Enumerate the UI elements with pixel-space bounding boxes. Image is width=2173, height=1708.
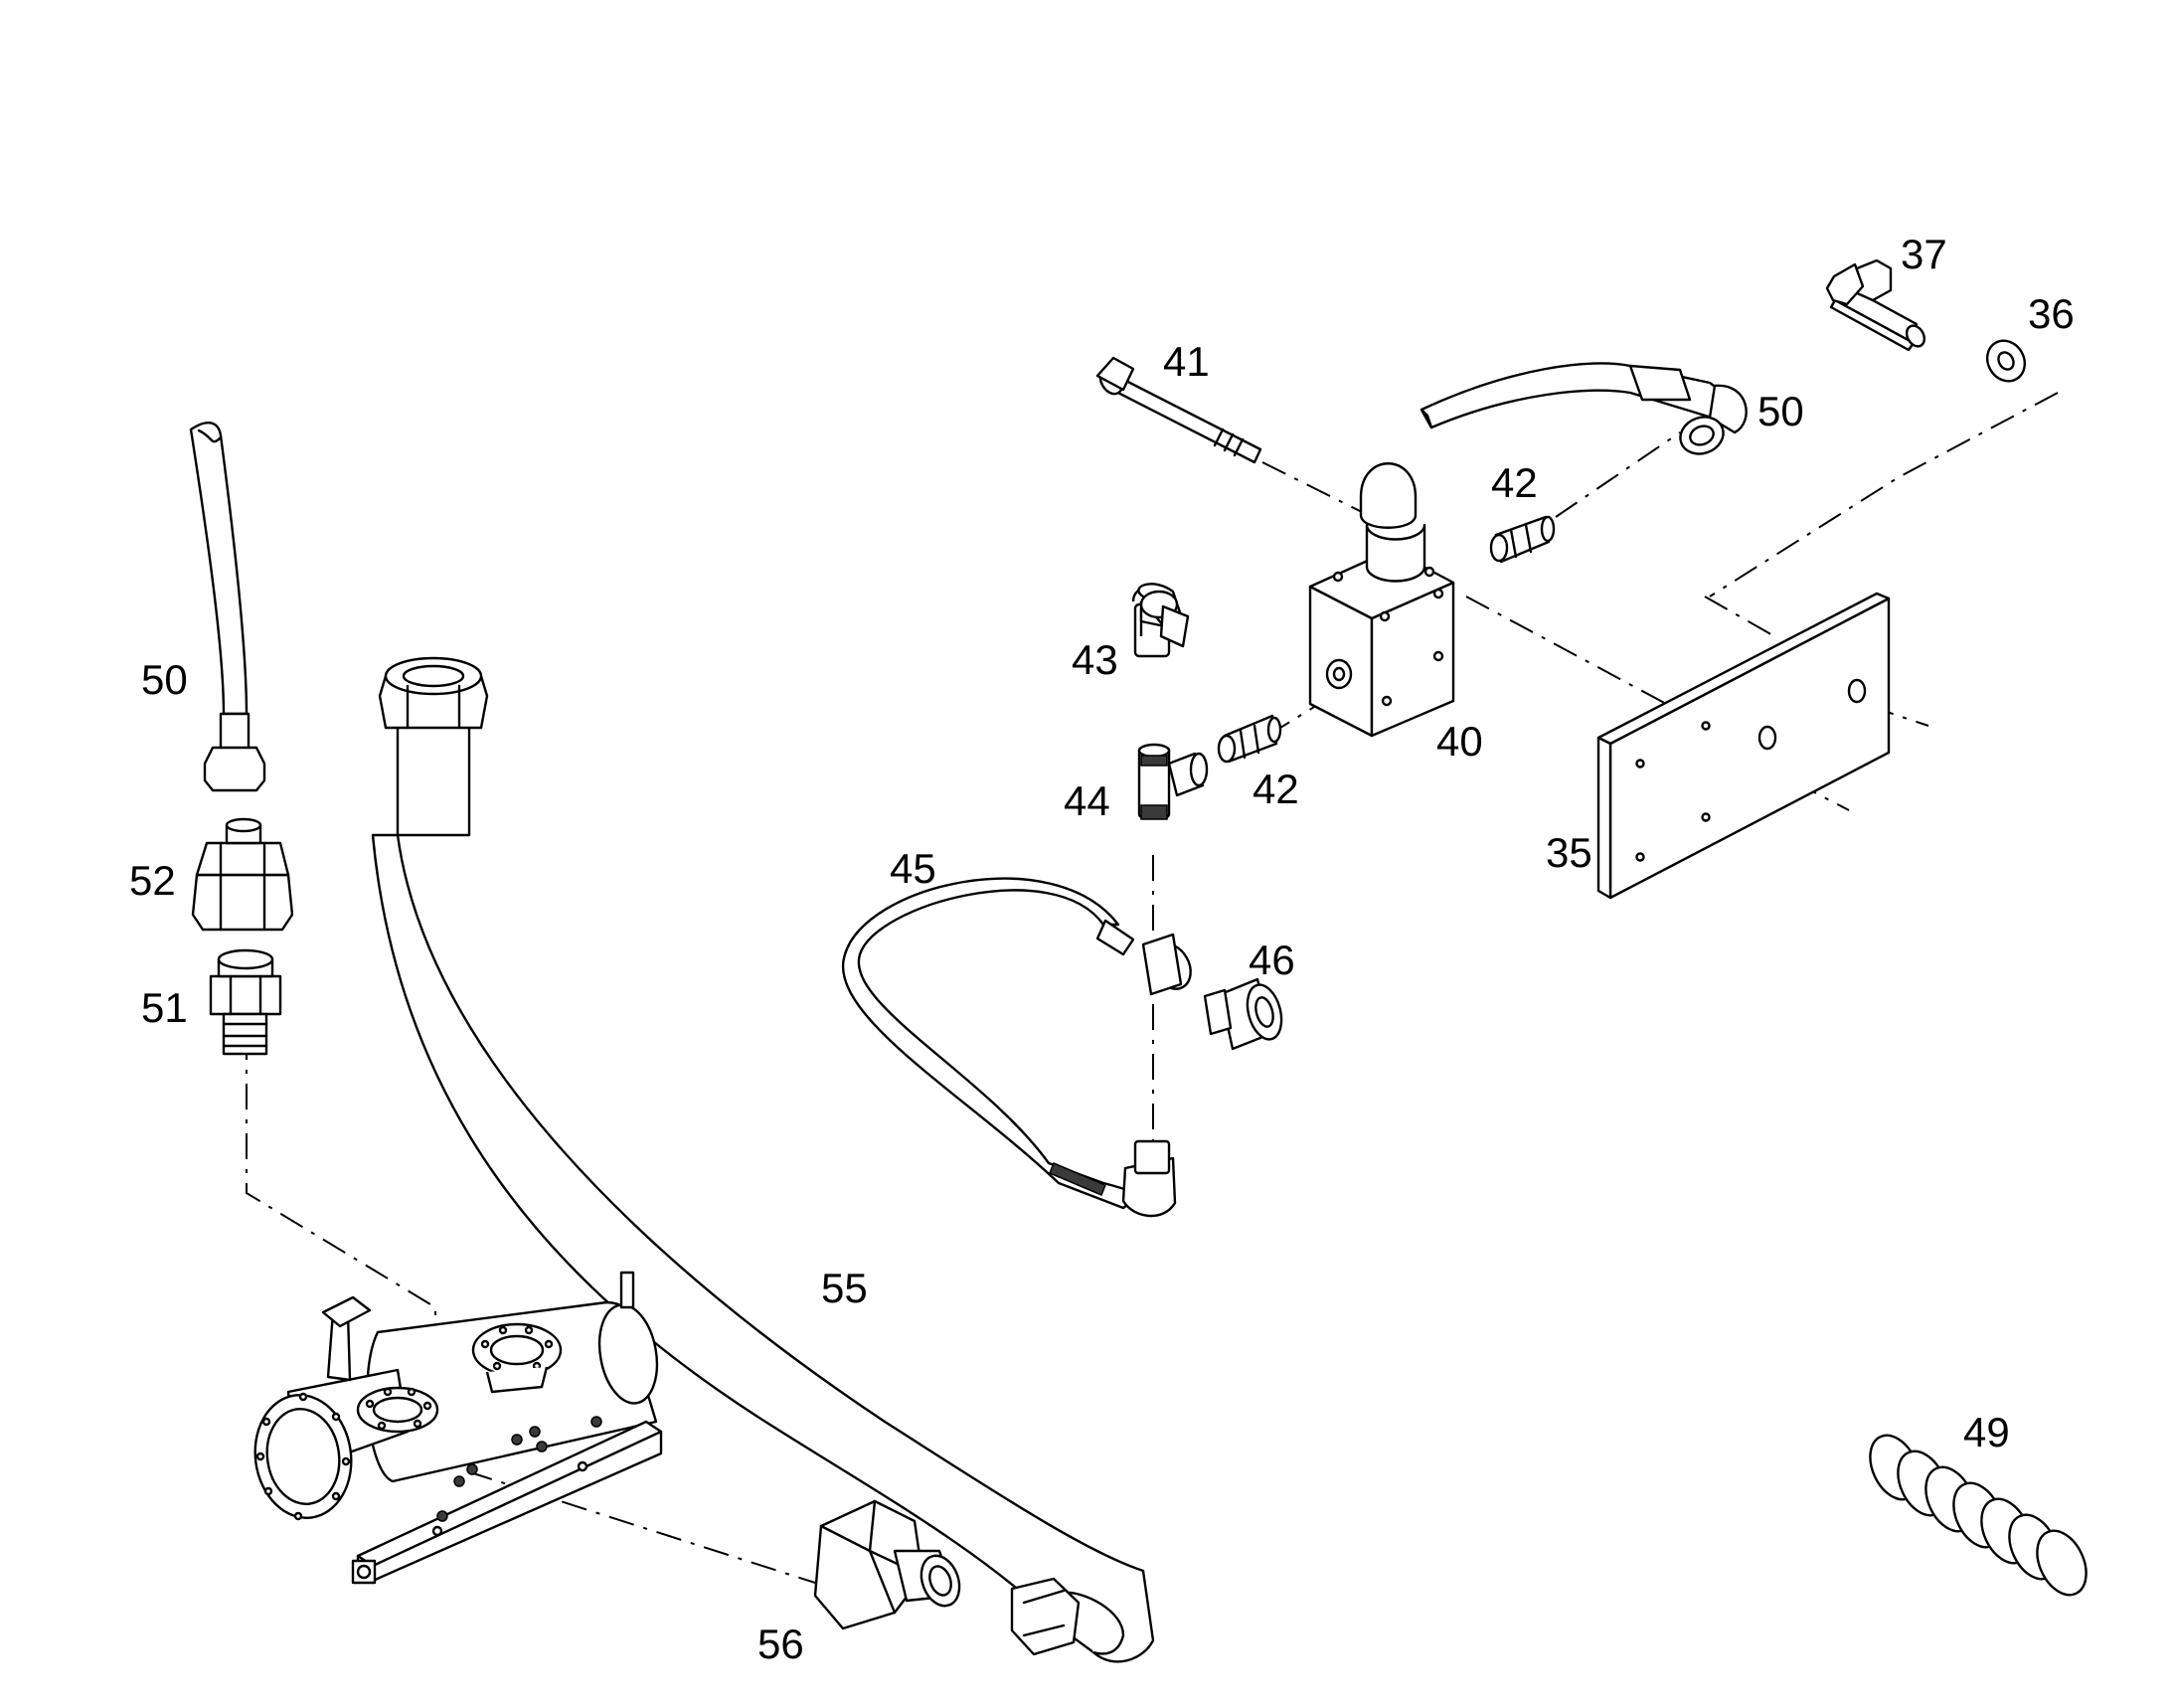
callout-50-left: 50 (141, 656, 188, 703)
callout-51: 51 (141, 984, 188, 1031)
callout-52: 52 (129, 857, 176, 904)
part-51-adapter (209, 948, 282, 1056)
callout-44: 44 (1064, 777, 1110, 824)
callout-46: 46 (1249, 937, 1295, 983)
part-45-short-hose (841, 877, 1192, 1218)
part-42-fitting-upper (1489, 515, 1556, 564)
callout-35: 35 (1546, 829, 1592, 876)
part-49-spring (1869, 1434, 2088, 1597)
part-43-elbow-fitting (1131, 583, 1190, 658)
callout-36: 36 (2028, 290, 2075, 337)
part-50-hose-left (189, 422, 266, 792)
part-46-nut-fitting (1203, 977, 1283, 1051)
callout-55: 55 (821, 1265, 868, 1311)
part-50-hose-right (1420, 362, 1748, 455)
part-40-valve-block (1308, 462, 1455, 738)
callout-labels: 35 36 37 40 41 42 42 43 44 45 46 49 50 5… (129, 231, 2075, 1667)
callout-56: 56 (757, 1621, 804, 1667)
part-37-hex-bolt (1825, 258, 1926, 352)
callout-42-lower: 42 (1253, 766, 1299, 812)
part-42-fitting-lower (1217, 714, 1282, 764)
callout-37: 37 (1901, 231, 1947, 277)
callout-42-upper: 42 (1491, 459, 1538, 506)
part-44-tee-fitting (1137, 743, 1209, 820)
callout-40: 40 (1436, 718, 1483, 765)
part-36-washer (1986, 339, 2026, 383)
part-56-large-nut (813, 1499, 961, 1630)
callout-41: 41 (1163, 338, 1210, 385)
callout-43: 43 (1072, 636, 1118, 683)
heat-exchanger-assembly (253, 1271, 663, 1585)
callout-45: 45 (890, 845, 936, 892)
part-35-mounting-plate (1596, 592, 1891, 900)
part-41-long-bolt (1095, 356, 1262, 464)
part-55-long-hose (371, 656, 1155, 1663)
callout-49: 49 (1963, 1409, 2010, 1455)
callout-50-right: 50 (1757, 388, 1804, 434)
part-52-reducer-nut (191, 817, 294, 932)
